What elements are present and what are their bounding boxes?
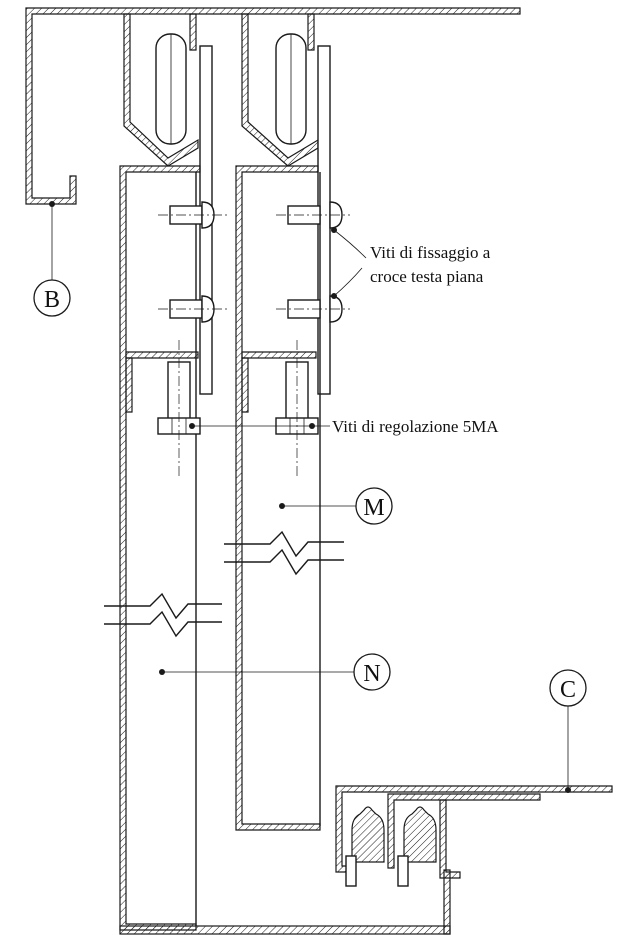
top-roller-left: [155, 33, 187, 145]
adjustment-screws-note-text: Viti di regolazione 5MA: [332, 417, 499, 436]
callout-c-label: C: [560, 677, 576, 703]
top-track-profile: [25, 7, 521, 205]
bottom-guide-right: [397, 806, 437, 887]
callout-b-label: B: [44, 287, 60, 313]
callout-n-label: N: [363, 661, 380, 687]
callout-c-dot: [565, 787, 571, 793]
bottom-guide-left: [345, 806, 385, 887]
callout-m-label: M: [363, 495, 384, 521]
callout-b-bubble: [33, 279, 71, 317]
bottom-track-profile: [335, 785, 613, 935]
callout-m-bubble: [355, 487, 393, 525]
fixing-screws-note: Viti di fissaggio a croce testa piana: [331, 227, 491, 299]
door-panel-m: [235, 165, 321, 831]
callout-n-dot: [159, 669, 165, 675]
callout-m-dot: [279, 503, 285, 509]
adjustment-screws: [157, 340, 319, 478]
fixing-screws: [158, 201, 350, 323]
top-roller-right: [275, 33, 307, 145]
callout-n-bubble: [353, 653, 391, 691]
callout-b-dot: [49, 201, 55, 207]
fixing-screws-note-line2: croce testa piana: [370, 267, 484, 286]
adjustment-screws-note: Viti di regolazione 5MA: [189, 417, 499, 436]
callout-c-bubble: [549, 669, 587, 707]
door-panel-n: [119, 165, 451, 935]
break-lines: [104, 530, 344, 638]
fixing-screws-note-line1: Viti di fissaggio a: [370, 243, 491, 262]
